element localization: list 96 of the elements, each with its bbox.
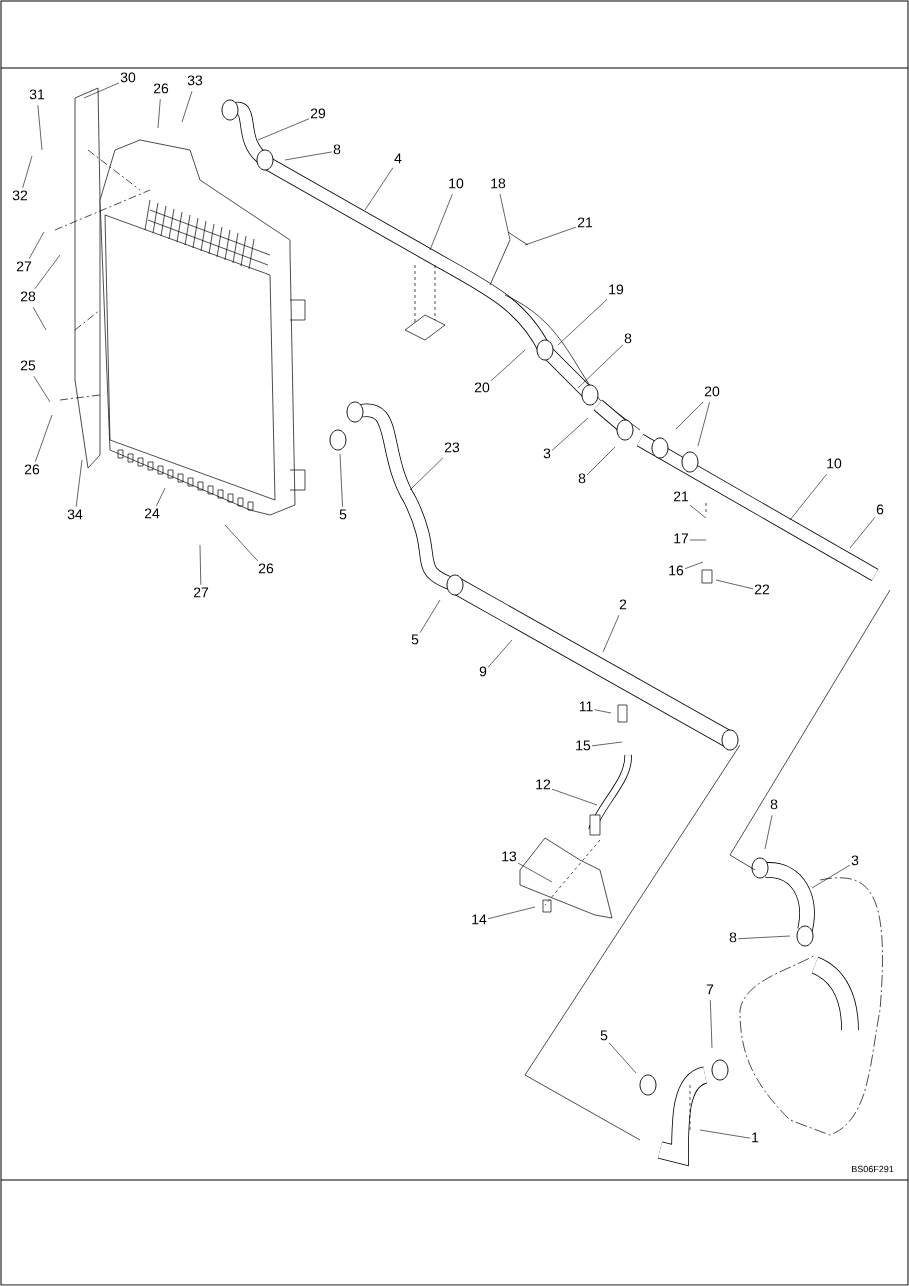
leader-line — [849, 517, 876, 549]
leader-line — [697, 401, 710, 447]
callout-number: 21 — [577, 217, 593, 228]
leader-line — [699, 1129, 751, 1139]
callout-number: 3 — [851, 855, 859, 866]
callout-number: 5 — [600, 1030, 608, 1041]
leader-line — [594, 709, 612, 714]
callout-number: 26 — [24, 464, 40, 475]
leader-line — [689, 504, 707, 519]
callout-number: 5 — [411, 634, 419, 645]
callout-number: 27 — [16, 261, 32, 272]
callout-number: 4 — [394, 153, 402, 164]
callout-number: 33 — [187, 75, 203, 86]
leader-line — [257, 118, 310, 141]
leader-line — [34, 254, 61, 290]
callout-number: 23 — [444, 442, 460, 453]
callout-number: 6 — [876, 504, 884, 515]
callout-number: 29 — [310, 108, 326, 119]
callout-number: 12 — [536, 779, 551, 790]
leader-line — [22, 155, 33, 189]
callout-number: 8 — [624, 333, 632, 344]
leader-line — [429, 193, 453, 251]
leader-line — [689, 539, 707, 541]
callout-number: 24 — [144, 508, 160, 519]
callout-number: 1 — [752, 1132, 759, 1143]
callout-number: 8 — [333, 144, 341, 155]
callout-number: 31 — [29, 89, 45, 100]
leader-line — [684, 561, 704, 569]
leader-line — [409, 457, 444, 491]
leader-line — [608, 1042, 637, 1074]
leader-line — [33, 375, 51, 403]
leader-line — [591, 741, 623, 747]
leader-line — [490, 349, 526, 382]
callout-number: 9 — [479, 666, 487, 677]
leader-line — [364, 167, 394, 211]
leader-line — [83, 82, 120, 99]
leader-line — [499, 193, 511, 241]
callout-number: 19 — [609, 284, 624, 295]
leader-line — [586, 446, 616, 476]
leader-line — [715, 579, 754, 590]
leader-line — [224, 524, 258, 562]
callout-number: 34 — [67, 509, 83, 520]
callout-number: 17 — [674, 533, 689, 544]
callout-number: 20 — [704, 386, 720, 397]
leader-line — [557, 299, 608, 346]
callout-number: 8 — [578, 473, 586, 484]
leader-line — [710, 999, 713, 1049]
leader-line — [737, 935, 791, 940]
callout-number: 30 — [120, 72, 136, 83]
leader-line — [764, 814, 773, 850]
leader-line — [157, 98, 161, 129]
leader-line — [487, 639, 513, 668]
leader-line — [199, 544, 202, 586]
leader-line — [577, 344, 624, 389]
callout-number: 26 — [258, 563, 274, 574]
leader-line — [32, 306, 47, 331]
callout-number: 3 — [543, 448, 551, 459]
leader-line — [487, 906, 536, 920]
callout-number: 10 — [827, 458, 842, 469]
leader-line — [551, 788, 598, 806]
callout-number: 8 — [770, 799, 778, 810]
callout-number: 7 — [706, 984, 714, 995]
leader-line — [284, 151, 333, 161]
leader-line — [789, 473, 827, 521]
callout-number: 13 — [502, 851, 517, 862]
callout-number: 26 — [153, 83, 169, 94]
leader-line — [551, 417, 589, 451]
callout-number: 10 — [449, 178, 464, 189]
drawing-code: BS06F291 — [852, 1165, 894, 1173]
callout-number: 5 — [339, 509, 347, 520]
leader-line — [675, 401, 704, 430]
callout-number: 16 — [669, 565, 684, 576]
leader-line — [75, 459, 83, 508]
callout-number: 11 — [579, 701, 593, 712]
leader-line — [339, 453, 343, 508]
leader-line — [811, 864, 851, 889]
leader-line — [35, 414, 53, 463]
callout-number: 14 — [472, 914, 487, 925]
leader-line — [37, 104, 43, 151]
callout-number: 18 — [491, 178, 506, 189]
callout-number: 27 — [193, 587, 209, 598]
callout-number: 21 — [673, 491, 689, 502]
leader-line — [181, 90, 193, 123]
leader-line — [28, 231, 45, 260]
callout-number: 32 — [12, 190, 28, 201]
callout-number: 20 — [474, 382, 490, 393]
leader-line — [524, 226, 577, 246]
callout-number: 2 — [619, 599, 627, 610]
leader-line — [602, 614, 620, 653]
callout-number: 28 — [20, 291, 36, 302]
callout-number: 25 — [20, 360, 36, 371]
leader-line — [156, 487, 166, 507]
callout-number: 22 — [754, 584, 770, 595]
leader-line — [419, 599, 441, 633]
callout-number: 15 — [576, 740, 591, 751]
callout-number: 8 — [729, 932, 737, 943]
